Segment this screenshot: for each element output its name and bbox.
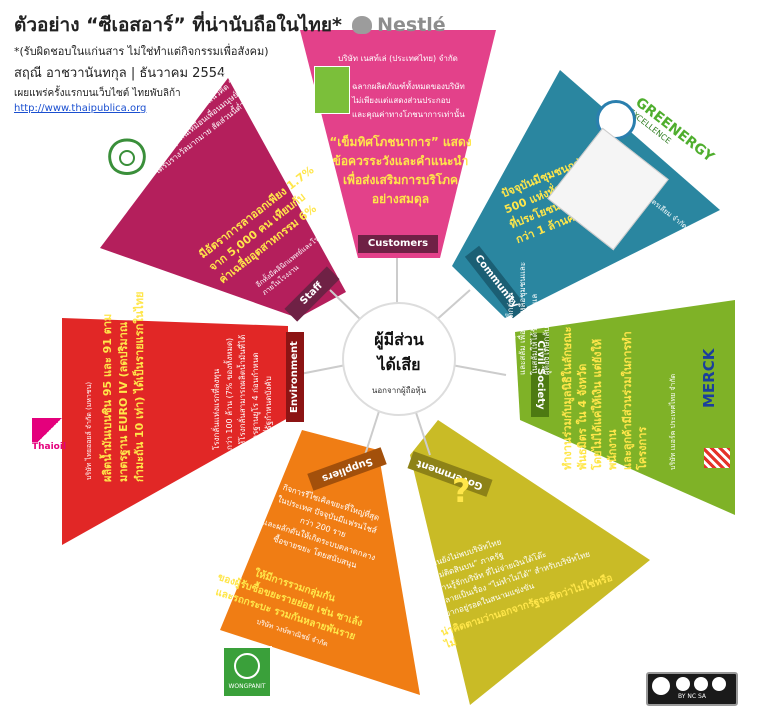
customers-highlight-line: อย่างสมดุล [371,192,430,206]
customers-product-image [314,66,350,114]
center-circle: ผู้มีส่วน ได้เสีย นอกจากผู้ถือหุ้น [342,302,456,416]
customers-body: ฉลากผลิตภัณฑ์ทั้งหมดของบริษัท ไม่เพียงแต… [352,80,492,122]
environment-tab: Environment [286,332,304,422]
customers-body-line: ฉลากผลิตภัณฑ์ทั้งหมดของบริษัท [352,82,465,91]
wheel-segments [62,30,735,705]
customers-highlight-line: ข้อควรระวังและคำแนะนำ [332,154,469,168]
wongpanit-emblem-icon [234,653,260,679]
thaioil-logo: Thaioil [26,418,72,462]
page-note: *(รับผิดชอบในแก่นสาร ไม่ใช่ทำแต่กิจกรรมเ… [14,45,269,58]
center-title-line2: ได้เสีย [377,355,421,374]
segment-staff-shape [100,78,346,318]
civil-body-line: และสลัม เพื่อช่วยเหลือชุมชนและ [518,261,527,375]
nest-icon [352,16,372,34]
thaioil-wing-icon [32,418,68,442]
nc-icon [694,677,708,691]
center-title-line1: ผู้มีส่วน [374,330,424,349]
customers-company: บริษัท เนสท์เล่ (ประเทศไทย) จำกัด [338,54,458,63]
civil-body: ร่วมมือกับมูลนิธิเด็กอ่อน และสลัม เพื่อช… [505,195,553,375]
merck-stripes [704,448,730,468]
sa-icon [712,677,726,691]
published-line: เผยแพร่ครั้งแรกบนเว็บไซต์ ไทยพับลิก้า [14,88,181,99]
cc-label: BY NC SA [678,693,706,700]
customers-highlight-line: เพื่อส่งเสริมการบริโภค [342,173,459,187]
wongpanit-logo: WONGPANIT [222,646,272,698]
government-question-mark: ? [452,472,471,510]
environment-highlight-line: กำมะถัน 10 เท่า) ได้เป็นรายแรกในไทย [133,291,146,482]
customers-highlight: “เข็มทิศโภชนาการ” แสดง ข้อควรระวังและคำแ… [328,133,473,209]
customers-body-line: ไม่เพียงแต่แสดงส่วนประกอบ [352,96,451,105]
civil-body-line: ผู้ต้องโทษกลับสู่สังคม [542,302,551,375]
civil-body-line: ร่วมมือกับมูลนิธิเด็กอ่อน [506,292,515,375]
source-link[interactable]: http://www.thaipublica.org [14,103,147,114]
civil-highlight-line: พันธมิตร ใน 4 จังหวัด [576,363,589,470]
center-subtitle: นอกจากผู้ถือหุ้น [371,386,427,395]
environment-company: บริษัท ไทยออยล์ จำกัด (มหาชน) [85,381,93,480]
environment-body-line: ให้โรงกลั่นสามารถผลิตน้ำมันที่ได้ [238,334,247,450]
nestle-logo: Nestlé [352,14,462,38]
environment-highlight: ผลิตน้ำมันเบนซิน 95 และ 91 ตาม มาตรฐาน E… [100,262,148,482]
civil-highlight-line: ทำงานร่วมกับมูลนิธิในลักษณะ [561,326,574,470]
page-title: ตัวอย่าง “ซีเอสอาร์” ที่น่านับถือในไทย* [14,14,342,36]
customers-tab: Customers [358,235,438,253]
segment-government-shape [410,420,650,705]
civil-highlight: ทำงานร่วมกับมูลนิธิในลักษณะ พันธมิตร ใน … [560,300,650,470]
civil-highlight-line: โดยไม่ได้แค่ให้เงิน แต่ยังให้พนักงาน [591,338,619,470]
civil-body-line: ในสลัมให้ได้รับการดูแล [530,293,539,375]
merck-logo: MERCK [700,348,718,408]
environment-highlight-line: ผลิตน้ำมันเบนซิน 95 และ 91 ตาม [101,313,114,482]
segment-suppliers-shape [220,430,420,695]
pranda-logo-icon [102,136,152,180]
segment-civil-shape [515,300,735,515]
cc-license-badge: BY NC SA [646,672,738,706]
civil-highlight-line: และลูกค้ามีส่วนร่วมในการทำโครงการ [621,331,649,470]
by-icon [676,677,690,691]
environment-highlight-line: มาตรฐาน EURO IV (ลดปริมาณ [117,321,130,482]
cc-icon [652,677,670,695]
author-line: สฤณี อาชวานันทกุล | ธันวาคม 2554 [14,66,226,81]
customers-body-line: และคุณค่าทางโภชนาการเท่านั้น [352,110,465,119]
customers-highlight-line: “เข็มทิศโภชนาการ” แสดง [329,135,472,149]
civil-company: บริษัท เมอร์ค ประเทศไทย จำกัด [669,373,677,470]
segment-environment-shape [62,318,288,545]
segment-customers: บริษัท เนสท์เล่ (ประเทศไทย) จำกัด ฉลากผล… [300,30,496,260]
